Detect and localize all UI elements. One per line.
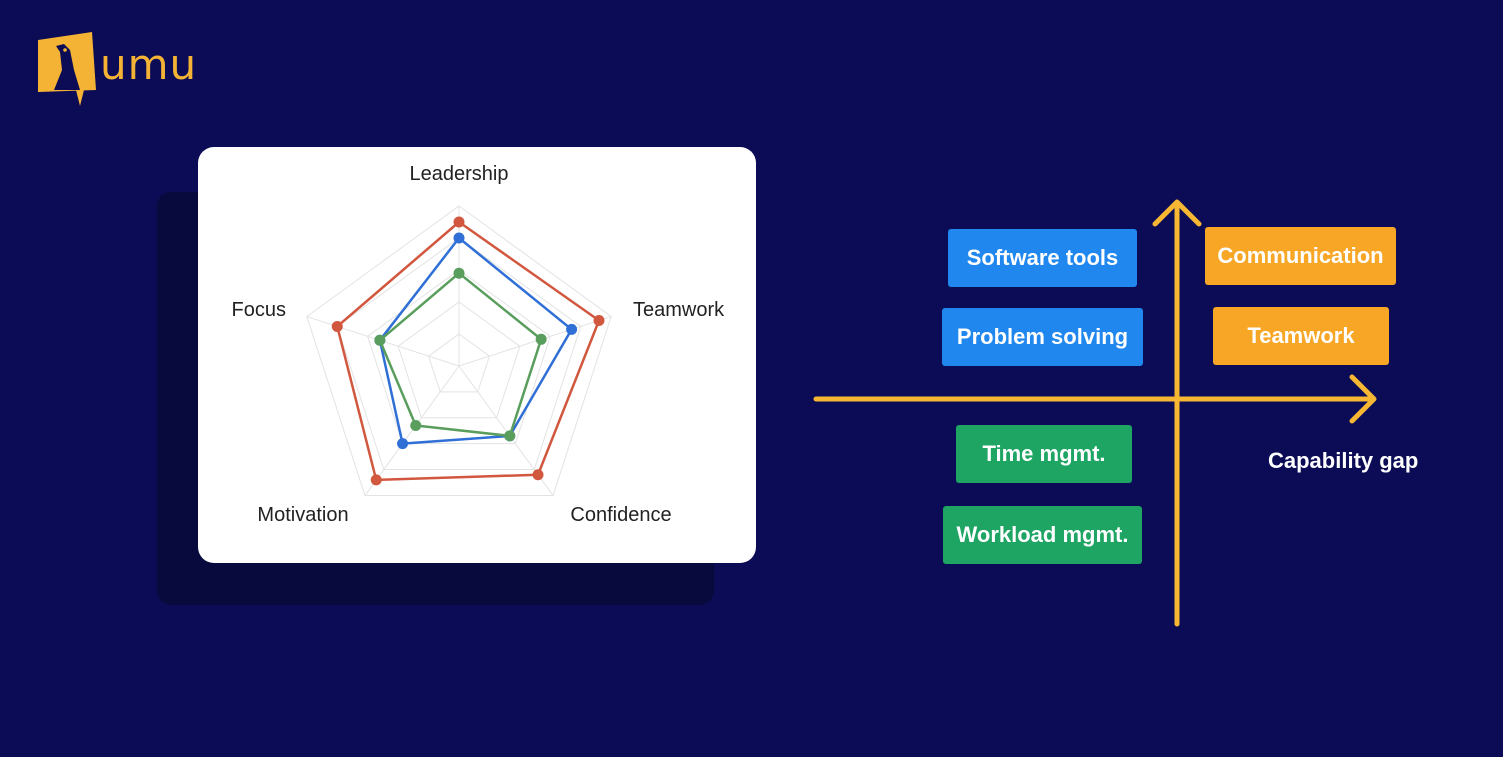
x-axis-arrow [813,374,1377,424]
radar-series-group [331,216,605,486]
tag-problem-solving: Problem solving [942,308,1143,366]
radar-point [566,323,578,335]
tag-communication: Communication [1205,227,1396,285]
radar-point [410,420,422,432]
radar-point [593,315,605,327]
giraffe-icon [38,32,96,106]
radar-grid-ring [397,301,521,419]
radar-point [331,320,343,332]
radar-grid-ring [427,333,491,393]
tag-workload-mgmt: Workload mgmt. [943,506,1142,564]
radar-point [397,438,409,450]
radar-series-line-2 [378,236,573,445]
radar-axis-label-teamwork: Teamwork [633,299,725,321]
capability-matrix-axes [813,199,1377,627]
radar-grid-ring [336,237,582,471]
radar-point [453,267,465,279]
radar-point [532,469,544,481]
radar-point [504,430,516,442]
umu-logo [38,32,96,106]
radar-point [453,232,465,244]
tag-teamwork: Teamwork [1213,307,1389,365]
radar-grid-ring [306,205,612,496]
radar-spoke [364,365,460,496]
radar-grid [306,205,612,496]
brand-wordmark: umu [100,40,198,89]
y-axis-arrow [1152,199,1202,627]
radar-axis-label-focus: Focus [232,299,286,321]
radar-point [535,333,547,345]
radar-point [453,216,465,228]
radar-point [370,474,382,486]
capability-gap-axis-label: Capability gap [1268,448,1419,473]
tag-time-mgmt: Time mgmt. [956,425,1132,483]
radar-spoke [458,316,612,367]
tag-software-tools: Software tools [948,229,1137,287]
radar-series-line-3 [378,271,543,438]
radar-axis-label-confidence: Confidence [570,504,671,526]
radar-axis-label-leadership: Leadership [410,163,509,185]
radar-point [374,334,386,346]
radar-card [198,147,756,563]
radar-grid-ring [367,269,551,445]
radar-series-line-1 [336,220,601,482]
radar-axis-label-motivation: Motivation [257,504,348,526]
